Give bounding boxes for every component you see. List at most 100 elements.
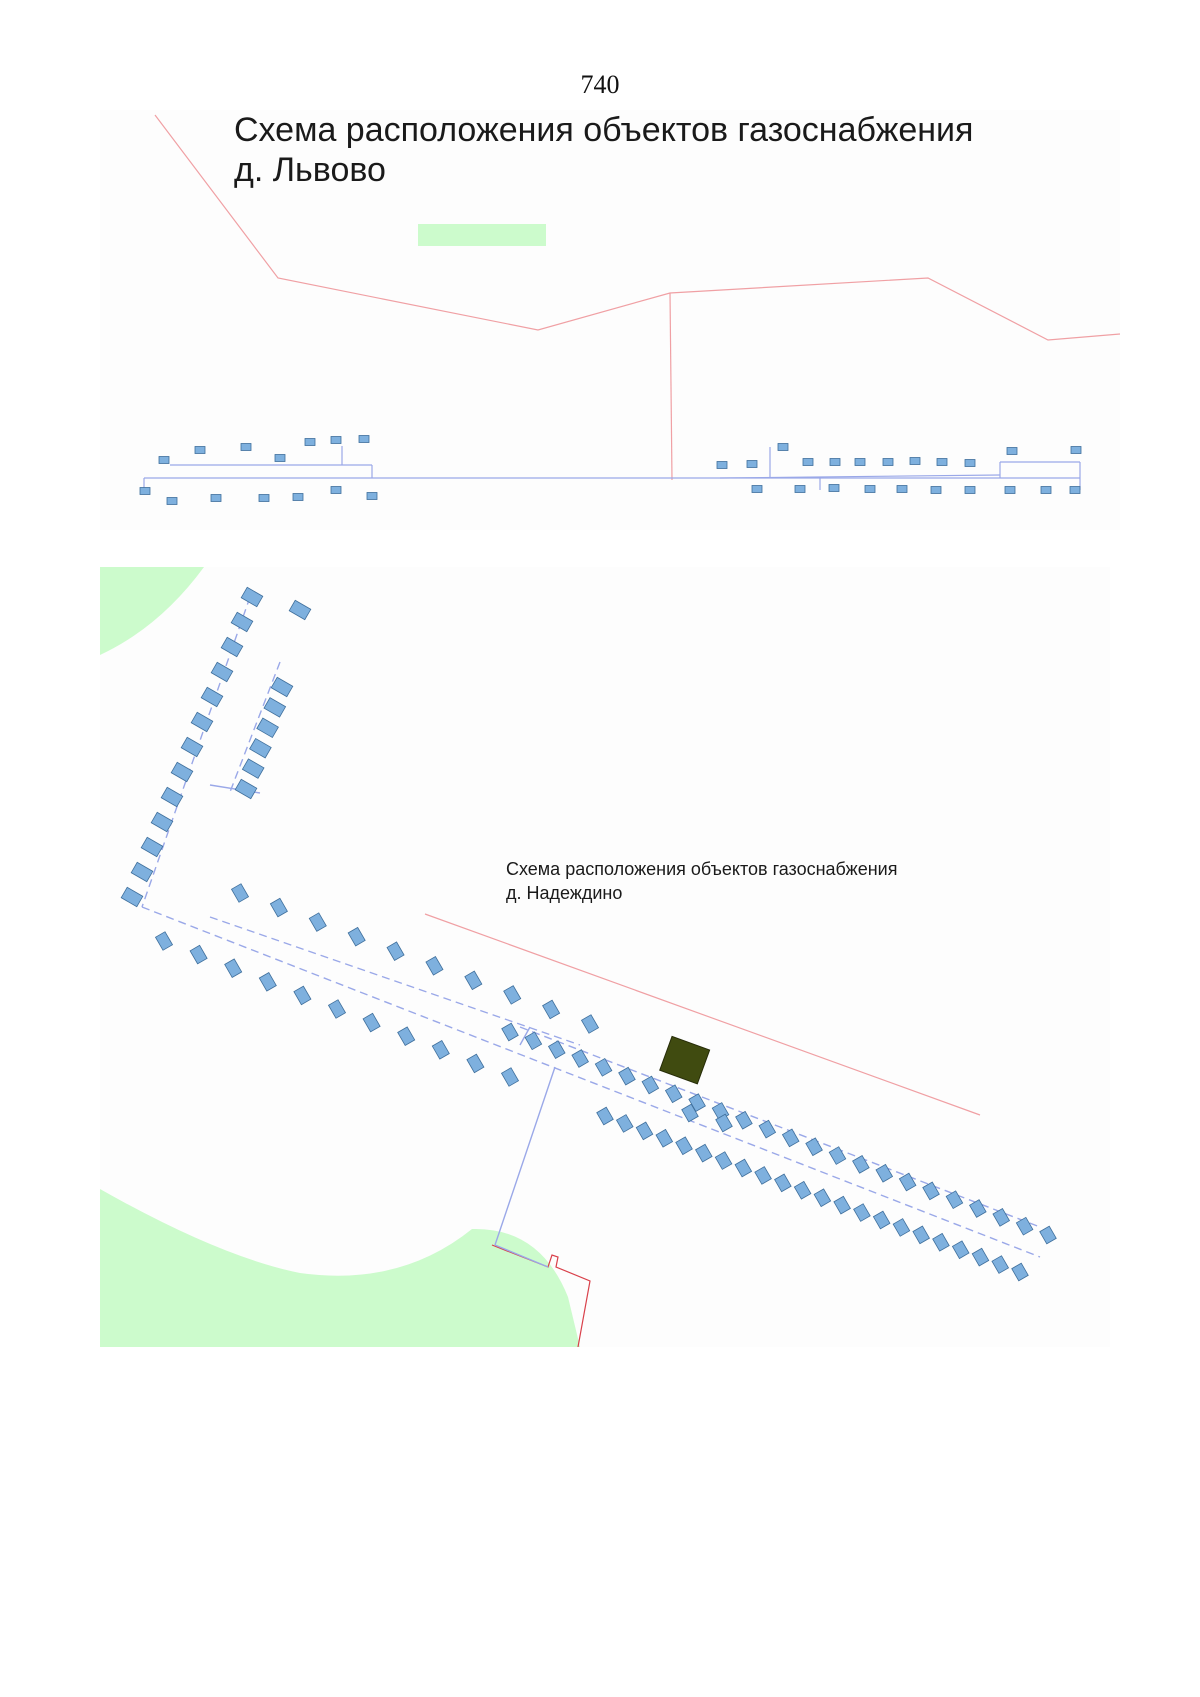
building-icon — [1039, 1225, 1057, 1245]
building-icon — [681, 1103, 699, 1123]
gas-pipeline-network — [143, 446, 1081, 490]
map-nadezhdino — [100, 567, 1110, 1347]
building-icon — [793, 1180, 812, 1200]
building-icon — [501, 1022, 519, 1042]
building-icon — [230, 883, 250, 903]
building-icon — [220, 636, 244, 658]
building-icon — [896, 485, 908, 493]
building-icon — [230, 611, 254, 633]
building-icon — [258, 972, 277, 992]
building-icon — [190, 711, 214, 733]
building-icon — [258, 494, 270, 502]
building-icon — [241, 758, 265, 779]
building-icon — [288, 599, 312, 621]
building-icon — [969, 1199, 987, 1218]
building-icon — [150, 811, 174, 833]
building-icon — [715, 1113, 733, 1133]
building-icon — [882, 458, 894, 466]
building-icon — [500, 1067, 520, 1087]
buildings-group — [120, 586, 1057, 1282]
building-icon — [805, 1137, 823, 1157]
building-icon — [758, 1119, 777, 1139]
building-icon — [571, 1049, 589, 1068]
building-icon — [892, 1218, 911, 1237]
building-icon — [912, 1225, 931, 1245]
building-icon — [829, 458, 841, 466]
building-icon — [547, 1040, 566, 1060]
building-icon — [194, 446, 206, 454]
building-icon — [1006, 447, 1018, 455]
building-icon — [655, 1128, 674, 1148]
building-icon — [951, 1240, 970, 1260]
building-icon — [304, 438, 316, 446]
building-icon — [945, 1190, 964, 1210]
green-zone — [100, 1189, 580, 1347]
building-icon — [466, 1053, 485, 1074]
building-icon — [872, 1210, 891, 1230]
building-icon — [366, 492, 378, 500]
building-icon — [641, 1075, 660, 1095]
building-icon — [854, 458, 866, 466]
building-icon — [932, 1232, 950, 1252]
building-icon — [234, 778, 258, 800]
building-icon — [875, 1163, 894, 1183]
building-icon — [240, 443, 252, 451]
building-icon — [431, 1040, 450, 1060]
buildings-group — [139, 435, 1082, 505]
building-icon — [189, 944, 208, 965]
page-number: 740 — [580, 70, 620, 99]
gas-regulator-station-icon — [659, 1035, 711, 1085]
map-title-line1: Схема расположения объектов газоснабжени… — [234, 111, 974, 149]
building-icon — [503, 985, 522, 1005]
map-title-line1: Схема расположения объектов газоснабжени… — [506, 859, 898, 879]
building-icon — [909, 457, 921, 465]
settlement-boundary — [669, 292, 673, 481]
building-icon — [293, 985, 312, 1006]
building-icon — [542, 999, 561, 1020]
building-icon — [694, 1143, 713, 1163]
building-icon — [1015, 1216, 1034, 1236]
building-icon — [327, 999, 347, 1019]
building-icon — [734, 1158, 753, 1178]
map-title-lvovo: Схема расположения объектов газоснабжени… — [234, 110, 973, 190]
building-icon — [425, 955, 444, 976]
building-icon — [716, 461, 728, 469]
building-icon — [777, 443, 789, 451]
map-title-line2: д. Надеждино — [506, 883, 623, 903]
map-title-nadezhdino: Схема расположения объектов газоснабжени… — [506, 857, 897, 905]
building-icon — [130, 861, 154, 883]
building-icon — [210, 661, 234, 683]
map-nadezhdino-background — [100, 567, 1110, 1347]
map-lvovo-background — [100, 110, 1120, 530]
building-icon — [1040, 486, 1052, 494]
building-icon — [170, 761, 194, 783]
building-icon — [1070, 446, 1082, 454]
building-icon — [618, 1066, 636, 1086]
building-icon — [964, 486, 976, 494]
building-icon — [751, 485, 763, 493]
green-zone — [418, 224, 546, 246]
building-icon — [256, 717, 279, 739]
building-icon — [249, 737, 272, 759]
building-icon — [864, 485, 876, 493]
building-icon — [358, 435, 370, 443]
building-icon — [274, 454, 286, 462]
map-lvovo — [100, 110, 1120, 530]
building-icon — [802, 458, 814, 466]
building-icon — [735, 1110, 753, 1130]
building-icon — [120, 886, 144, 908]
building-icon — [330, 486, 342, 494]
building-icon — [330, 436, 342, 444]
building-icon — [362, 1012, 381, 1033]
building-icon — [852, 1155, 870, 1174]
building-icon — [746, 460, 758, 468]
building-icon — [200, 686, 224, 708]
map-title-line2: д. Львово — [234, 151, 386, 189]
building-icon — [833, 1195, 851, 1215]
building-icon — [596, 1106, 614, 1126]
building-icon — [754, 1166, 772, 1185]
building-icon — [386, 941, 405, 962]
building-icon — [774, 1173, 792, 1193]
building-icon — [154, 931, 174, 951]
building-icon — [263, 697, 287, 718]
